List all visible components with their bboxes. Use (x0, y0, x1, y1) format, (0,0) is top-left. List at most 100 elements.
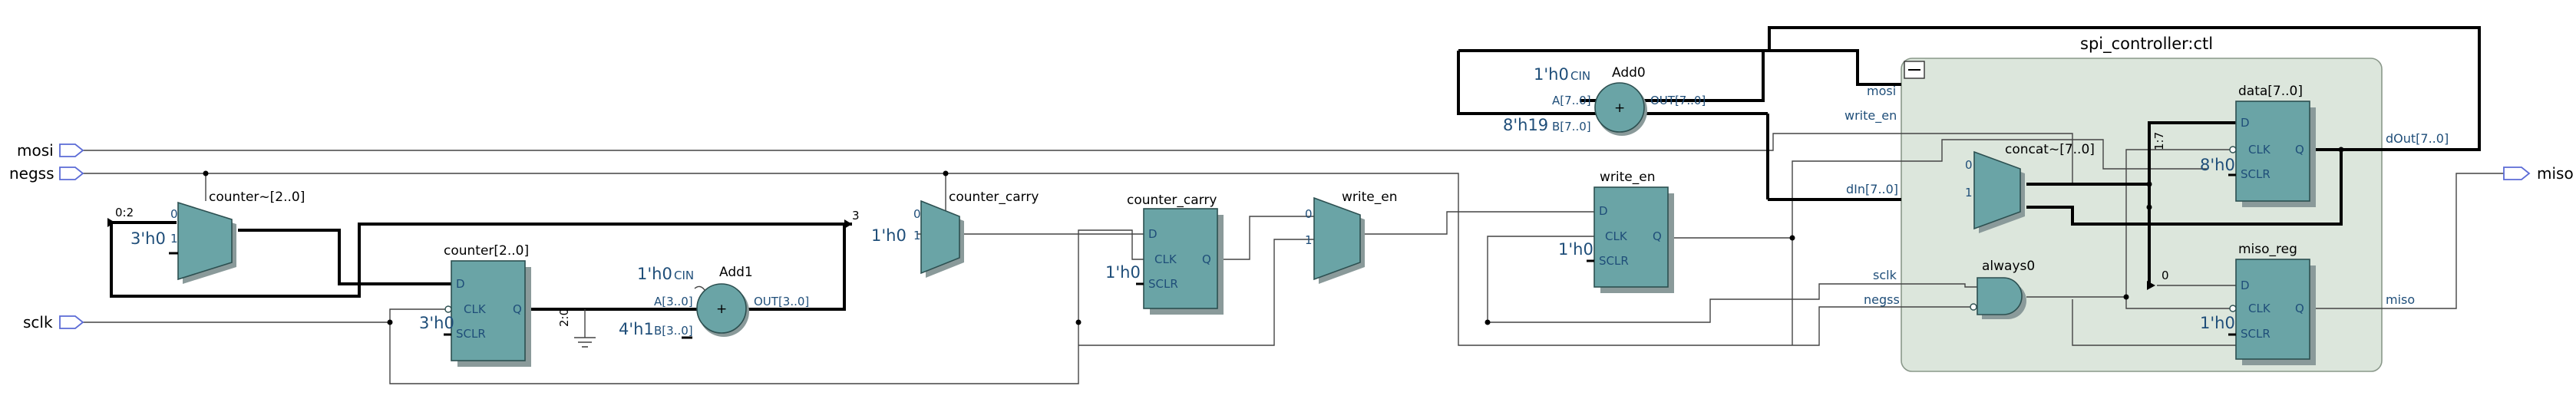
data-reg-name: data[7..0] (2238, 84, 2303, 99)
concat-in0: 0 (1965, 158, 1973, 172)
counter-reg-const: 3'h0 (419, 314, 454, 332)
carry-reg-const: 1'h0 (1105, 263, 1141, 282)
miso-reg-q: Q (2295, 302, 2304, 315)
add1-a: A[3..0] (654, 295, 693, 308)
ctl-pin-mosi: mosi (1867, 84, 1896, 98)
carry-reg-clk: CLK (1154, 252, 1177, 266)
carry-mux-const: 1'h0 (871, 226, 907, 245)
add0-adder[interactable]: + Add0 1'h0 CIN A[7..0] 8'h19 B[7..0] OU… (1503, 65, 1706, 136)
add1-b-const: 4'h1 (619, 320, 654, 338)
counter-reg-bits: 2:0 (557, 308, 571, 327)
ctl-pin-negss: negss (1864, 292, 1900, 307)
counter-mux-in1: 1 (170, 232, 178, 246)
counter-mux-bits: 0:2 (115, 206, 134, 219)
port-label-mosi: mosi (17, 141, 54, 160)
always0-and-gate[interactable]: always0 (1970, 259, 2035, 319)
counter-reg-name: counter[2..0] (444, 243, 529, 259)
ctl-pin-din: dIn[7..0] (1846, 182, 1898, 196)
miso-reg-name: miso_reg (2238, 242, 2297, 257)
wen-reg-clk: CLK (1605, 229, 1628, 243)
write-en-register[interactable]: write_en D CLK SCLR Q 1'h0 (1558, 170, 1674, 293)
wen-reg-sclr: SCLR (1599, 254, 1629, 268)
data-reg-const: 8'h0 (2200, 156, 2235, 174)
data-register[interactable]: data[7..0] D CLK SCLR Q 8'h0 (2200, 84, 2316, 207)
carry-mux-bit: 3 (852, 209, 860, 223)
ctl-pin-dout: dOut[7..0] (2386, 131, 2449, 146)
data-reg-clk: CLK (2248, 143, 2271, 157)
wen-reg-q: Q (1653, 229, 1662, 243)
wen-reg-const: 1'h0 (1558, 240, 1593, 259)
wen-mux-in0: 0 (1305, 207, 1313, 221)
port-label-negss: negss (9, 164, 54, 183)
add0-name: Add0 (1612, 65, 1646, 81)
counter-mux[interactable]: counter~[2..0] 0 1 3'h0 0:2 (107, 190, 305, 284)
write-en-mux[interactable]: write_en 0 1 (1305, 190, 1397, 284)
carry-reg-sclr: SCLR (1148, 277, 1178, 291)
ground-icon (574, 309, 596, 348)
input-port-sclk[interactable]: sclk (23, 313, 84, 331)
counter-reg-clk: CLK (464, 302, 487, 316)
add0-cin-const: 1'h0 (1534, 65, 1569, 84)
data-reg-d: D (2241, 116, 2250, 130)
miso-reg-sclr: SCLR (2241, 327, 2271, 341)
wen-mux-name: write_en (1342, 190, 1397, 205)
counter-register[interactable]: counter[2..0] D CLK SCLR Q 3'h0 2:0 (419, 243, 571, 367)
collapse-icon[interactable] (1904, 61, 1925, 79)
concat-name: concat~[7..0] (2005, 142, 2095, 157)
carry-reg-d: D (1148, 227, 1158, 241)
miso-reg-const: 1'h0 (2200, 314, 2235, 332)
counter-reg-q: Q (513, 302, 522, 316)
counter-carry-mux[interactable]: counter_carry 0 1 1'h0 3 (844, 190, 1039, 278)
miso-register[interactable]: miso_reg D CLK SCLR Q 1'h0 (2200, 242, 2316, 365)
counter-reg-d: D (456, 277, 465, 291)
add1-b: B[3..0] (654, 324, 693, 338)
miso-reg-d: D (2241, 279, 2250, 292)
counter-reg-sclr: SCLR (456, 327, 486, 341)
add1-name: Add1 (719, 265, 753, 280)
carry-mux-in1: 1 (913, 229, 921, 242)
junction-dots (203, 147, 2344, 325)
counter-carry-register[interactable]: counter_carry D CLK SCLR Q 1'h0 (1105, 193, 1224, 315)
carry-mux-name: counter_carry (949, 190, 1039, 205)
carry-reg-q: Q (1202, 252, 1211, 266)
add1-cin: CIN (674, 269, 694, 282)
add0-cin: CIN (1570, 69, 1590, 83)
concat-mux[interactable]: concat~[7..0] 0 1 (1965, 142, 2095, 233)
bus-wires (110, 26, 2481, 311)
thin-wires (83, 133, 2504, 384)
controller-pins: mosi write_en dIn[7..0] sclk negss dOut[… (1844, 84, 2449, 307)
add0-plus-icon: + (1614, 101, 1625, 116)
miso-reg-clk: CLK (2248, 302, 2271, 315)
concat-in1: 1 (1965, 186, 1973, 200)
slice-lo-label: 0 (2162, 269, 2169, 282)
spi-controller-title: spi_controller:ctl (2080, 35, 2213, 54)
input-port-negss[interactable]: negss (9, 164, 84, 183)
data-reg-sclr: SCLR (2241, 167, 2271, 181)
ctl-pin-sclk: sclk (1873, 268, 1897, 282)
add0-out: OUT[7..0] (1650, 94, 1706, 107)
ctl-pin-miso: miso (2386, 292, 2415, 307)
add0-a: A[7..0] (1552, 94, 1591, 107)
ctl-pin-write-en: write_en (1844, 108, 1897, 124)
wen-reg-name: write_en (1600, 170, 1655, 185)
data-reg-q: Q (2295, 143, 2304, 157)
add0-b: B[7..0] (1552, 120, 1591, 134)
always0-name: always0 (1982, 259, 2035, 274)
bit-slice-labels: 1:7 0 (2147, 132, 2169, 290)
counter-mux-const: 3'h0 (130, 229, 166, 248)
add0-b-const: 8'h19 (1503, 116, 1548, 134)
add1-cin-const: 1'h0 (637, 265, 672, 283)
input-port-mosi[interactable]: mosi (17, 141, 84, 160)
carry-mux-in0: 0 (913, 207, 921, 221)
carry-reg-name: counter_carry (1127, 193, 1217, 208)
wen-reg-d: D (1599, 204, 1608, 218)
port-label-miso: miso (2537, 164, 2574, 183)
add1-adder[interactable]: + Add1 1'h0 CIN A[3..0] 4'h1 B[3..0] OUT… (619, 265, 809, 339)
add1-out: OUT[3..0] (754, 295, 809, 308)
output-port-miso[interactable]: miso (2503, 164, 2574, 183)
counter-mux-name: counter~[2..0] (209, 190, 305, 205)
port-label-sclk: sclk (23, 313, 53, 331)
counter-mux-in0: 0 (170, 207, 178, 221)
slice-hi-label: 1:7 (2152, 132, 2166, 150)
